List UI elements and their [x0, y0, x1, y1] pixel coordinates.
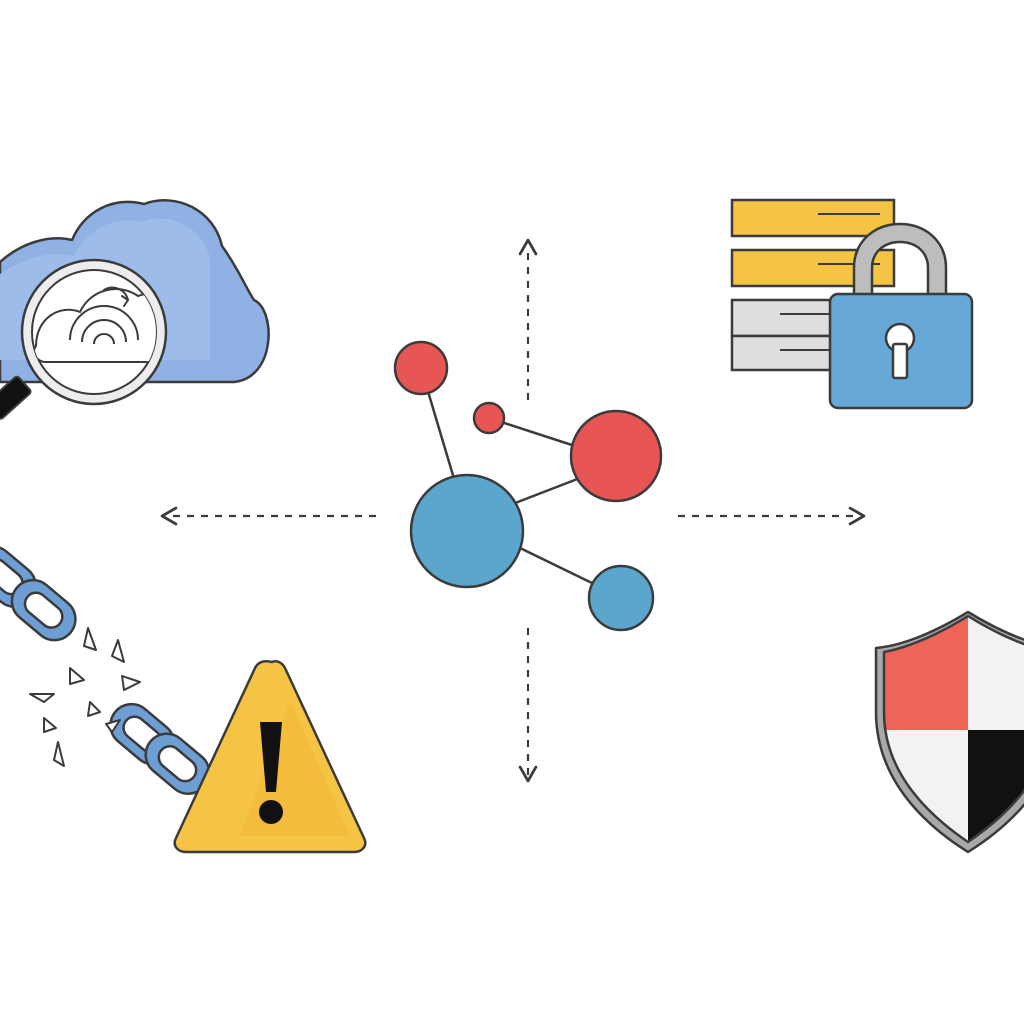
server-lock-icon — [730, 198, 974, 410]
direction-arrows — [160, 238, 866, 783]
magnifier-icon — [0, 258, 168, 420]
padlock-icon — [828, 222, 974, 410]
network-nodes-icon — [393, 340, 663, 632]
chain-shards — [29, 627, 141, 767]
node-large-red — [569, 409, 663, 503]
cloud-search-icon — [0, 199, 270, 420]
node-small-red-top — [393, 340, 449, 396]
node-hub-blue — [409, 473, 525, 589]
security-shield-icon — [874, 610, 1024, 854]
warning-triangle-icon — [173, 660, 367, 854]
broken-chain-icon — [0, 545, 211, 795]
node-tiny-red — [472, 401, 506, 435]
node-small-blue — [587, 564, 655, 632]
